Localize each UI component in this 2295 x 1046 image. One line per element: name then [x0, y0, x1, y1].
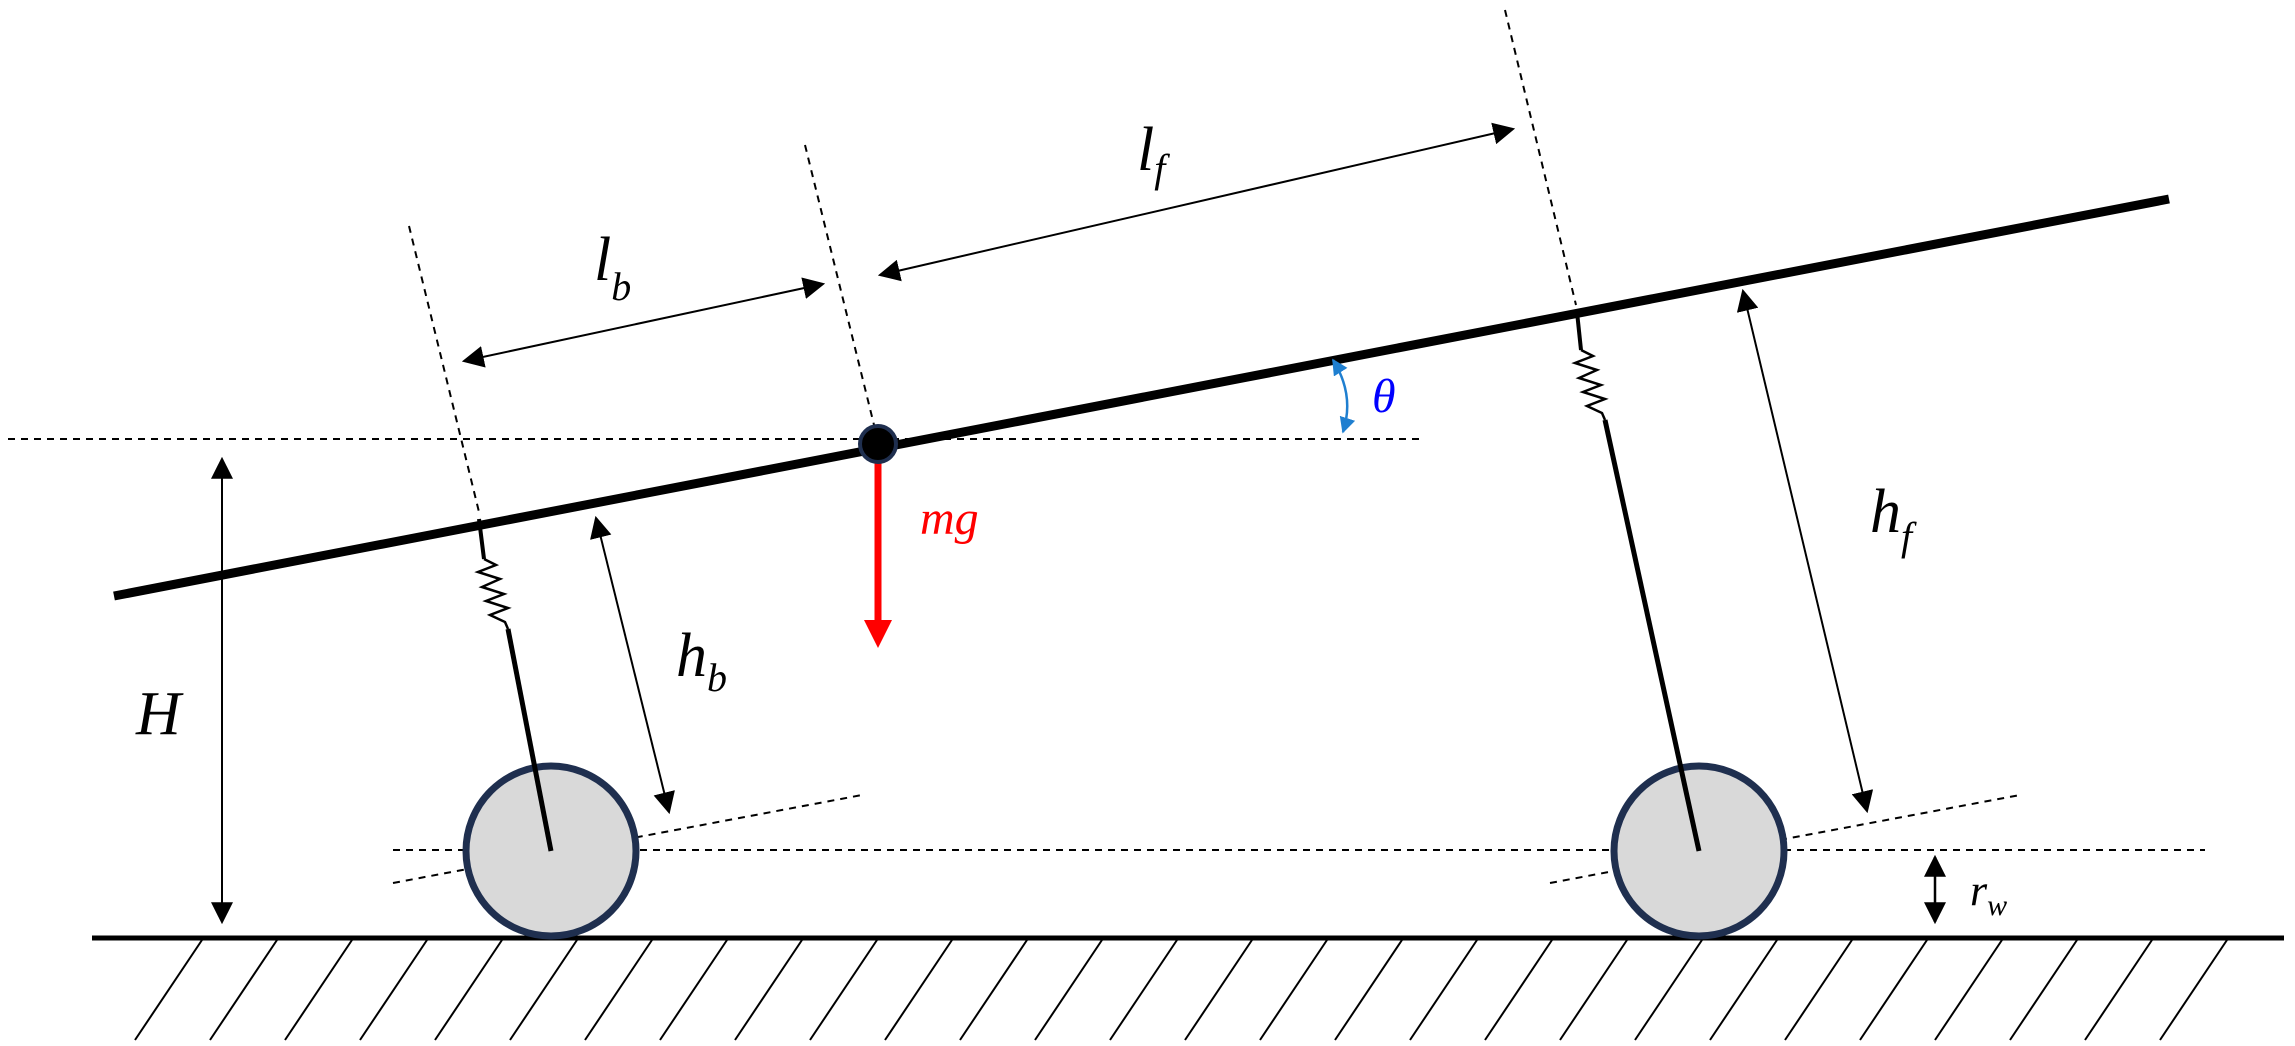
- ground-hatching: [134, 939, 2228, 1041]
- label-hb: hb: [676, 622, 727, 700]
- cg-perpendicular-dashed: [804, 144, 877, 434]
- ground: [92, 935, 2284, 1041]
- lf-dimension-arrow: [877, 122, 1516, 282]
- label-lf: lf: [1137, 116, 1170, 191]
- front-perpendicular-dashed: [1504, 9, 1577, 306]
- theta-angle-arc: [1331, 358, 1356, 434]
- label-theta: θ: [1372, 370, 1396, 423]
- hb-dimension-arrow: [590, 515, 675, 815]
- center-of-gravity: [858, 424, 898, 464]
- rear-perpendicular-dashed: [408, 225, 480, 513]
- label-hf: hf: [1870, 478, 1917, 559]
- label-rw: rw: [1970, 866, 2007, 922]
- label-H: H: [135, 680, 184, 748]
- lb-dimension-arrow: [461, 277, 826, 368]
- front-suspension: [1571, 311, 1702, 852]
- label-mg: mg: [920, 492, 979, 545]
- label-lb: lb: [594, 226, 631, 309]
- hf-dimension-arrow: [1736, 288, 1874, 814]
- vehicle-body-beam: [113, 194, 2170, 601]
